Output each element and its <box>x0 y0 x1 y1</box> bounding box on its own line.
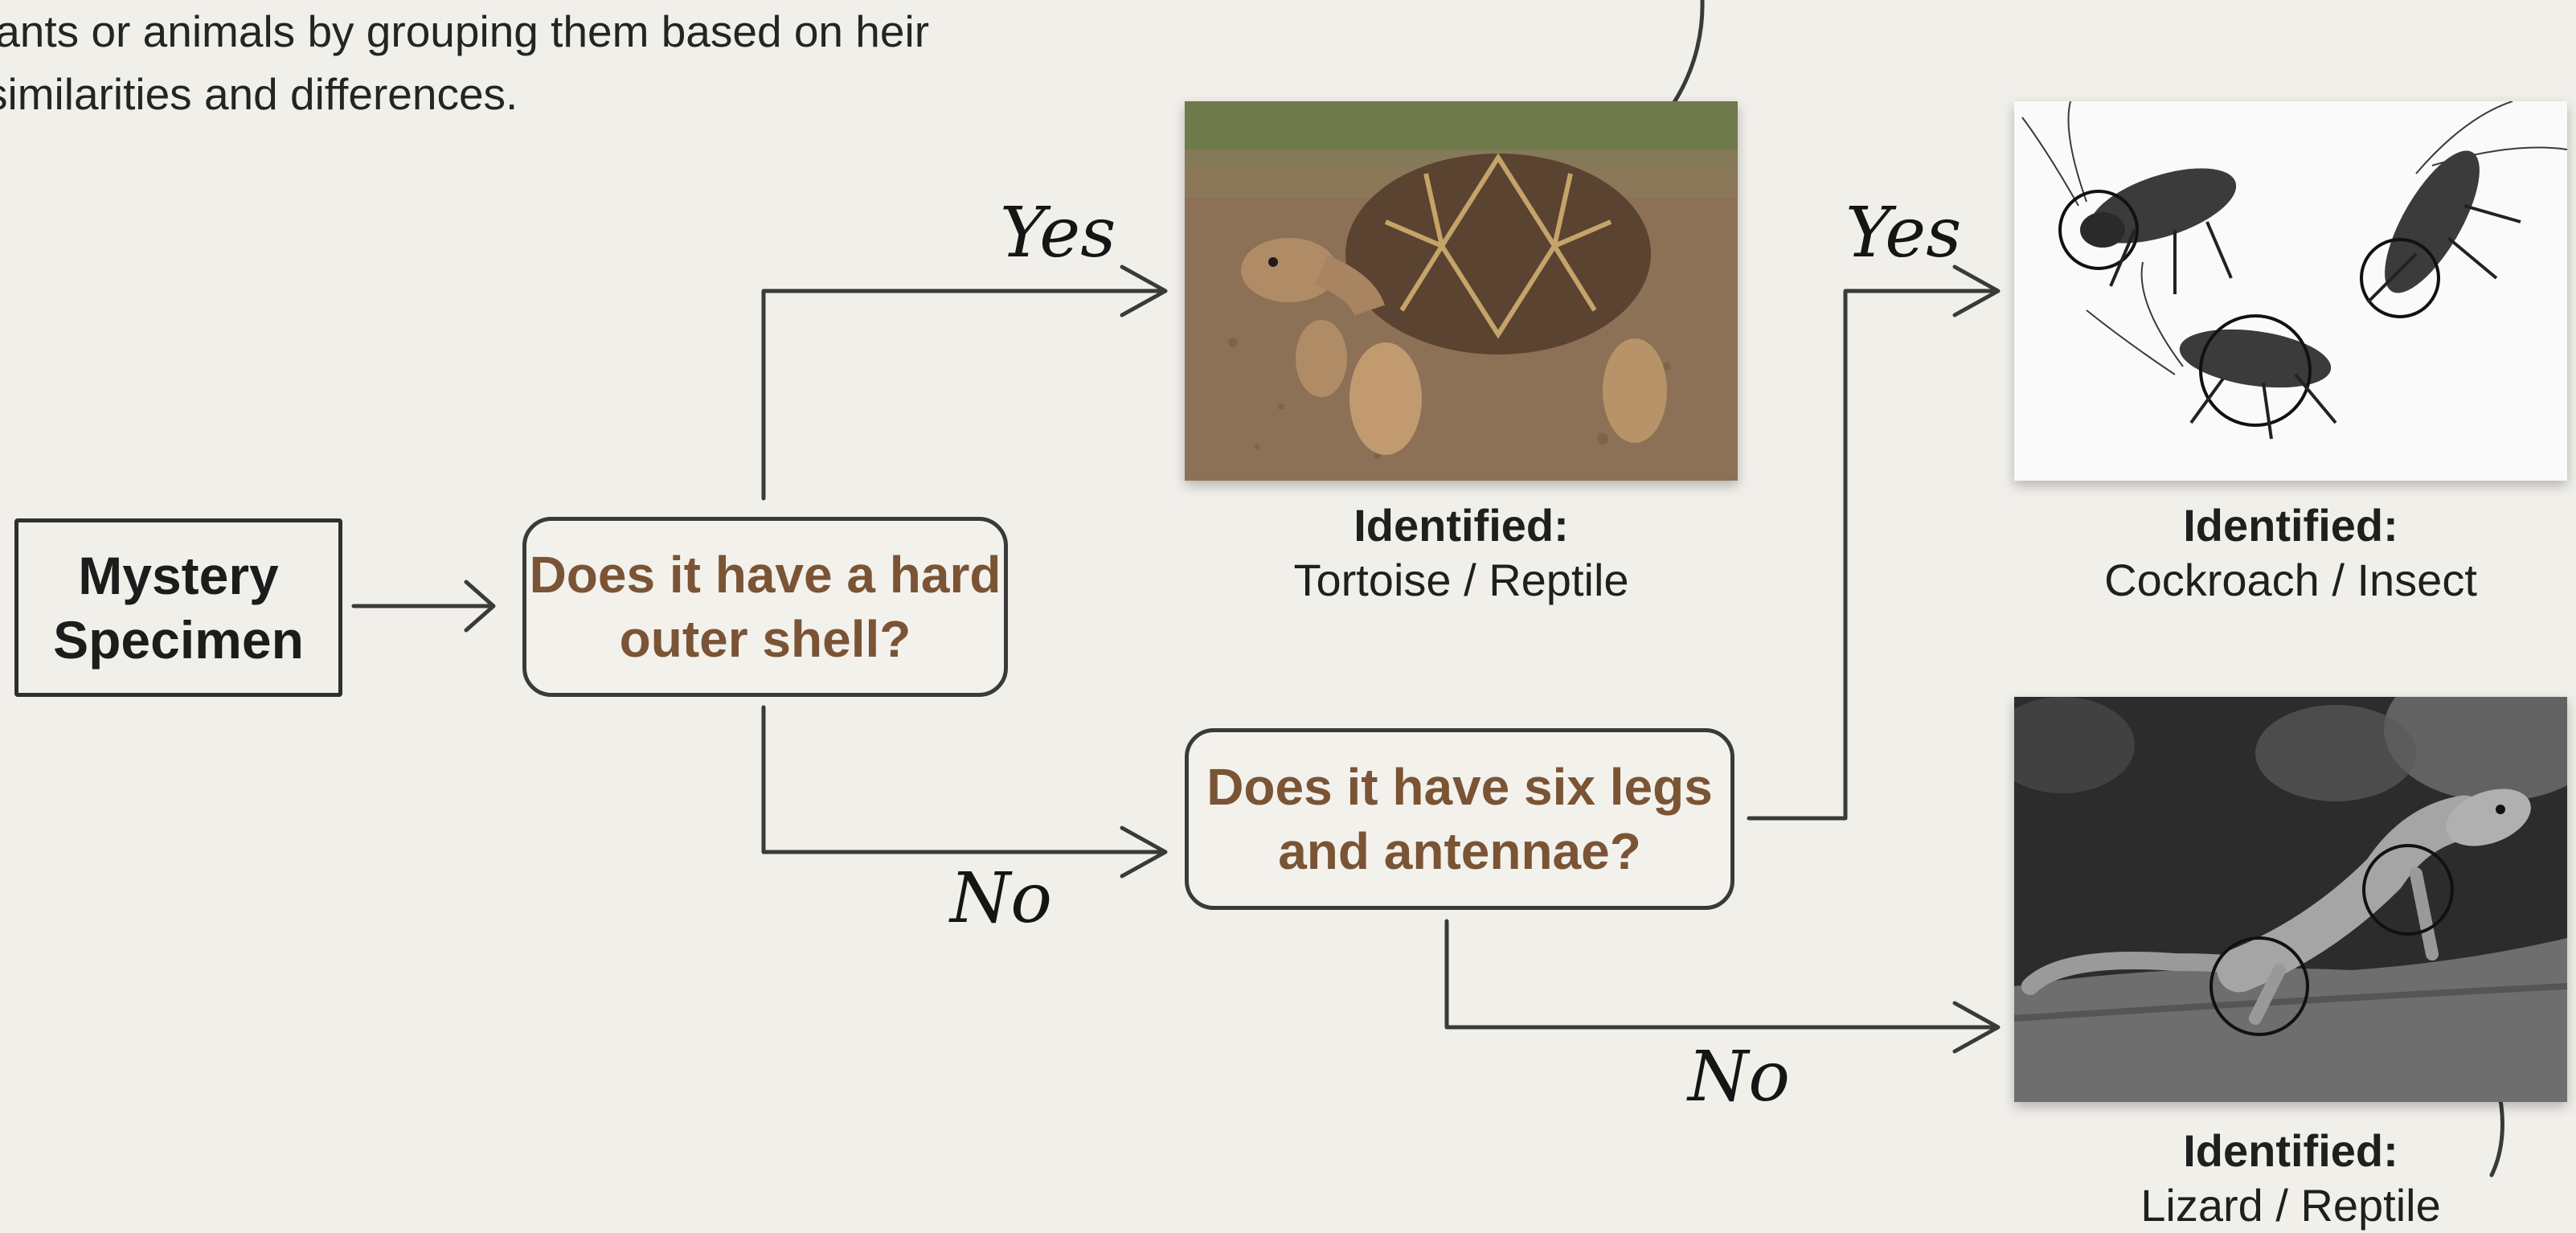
start-node-mystery-specimen: Mystery Specimen <box>14 518 342 697</box>
arrow-q1-no <box>764 707 1164 852</box>
branch-label-yes: Yes <box>1000 193 1116 273</box>
result-caption-lizard: Identified: Lizard / Reptile <box>2014 1124 2567 1233</box>
result-heading: Identified: <box>2014 498 2567 553</box>
arrow-q2-yes <box>1749 291 1997 818</box>
result-name: Tortoise / Reptile <box>1185 553 1738 608</box>
branch-label-yes: Yes <box>1845 193 1961 273</box>
result-heading: Identified: <box>2014 1124 2567 1178</box>
cockroach-photo <box>2014 101 2567 481</box>
arrow-q1-yes <box>764 291 1164 498</box>
question-six-legs: Does it have six legs and antennae? <box>1185 728 1734 910</box>
result-heading: Identified: <box>1185 498 1738 553</box>
result-caption-cockroach: Identified: Cockroach / Insect <box>2014 498 2567 608</box>
lizard-photo <box>2014 697 2567 1102</box>
result-name: Cockroach / Insect <box>2014 553 2567 608</box>
branch-label-no: No <box>950 858 1052 939</box>
arrow-q2-no <box>1447 921 1997 1027</box>
question-hard-shell: Does it have a hard outer shell? <box>522 517 1008 697</box>
result-name: Lizard / Reptile <box>2014 1178 2567 1233</box>
branch-label-no: No <box>1688 1037 1790 1117</box>
result-caption-tortoise: Identified: Tortoise / Reptile <box>1185 498 1738 608</box>
intro-text: lants or animals by grouping them based … <box>0 0 1030 125</box>
tortoise-photo <box>1185 101 1738 481</box>
